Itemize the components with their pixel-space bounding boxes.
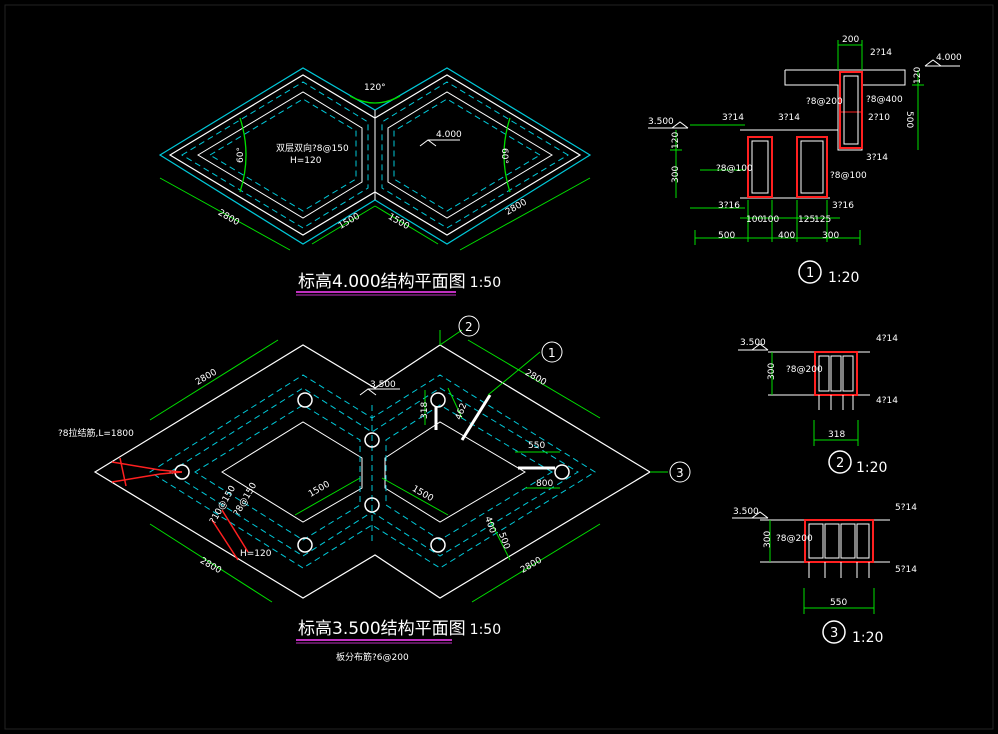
s1-r120: 120 bbox=[913, 67, 923, 84]
s2-stirrup: ?8@200 bbox=[786, 365, 823, 375]
s2-label: 2 bbox=[836, 456, 844, 471]
s2-w318: 318 bbox=[828, 430, 845, 440]
s3-w550: 550 bbox=[830, 598, 847, 608]
s1-b1-top: 3?14 bbox=[722, 113, 744, 123]
bp-dim-318: 318 bbox=[420, 402, 430, 419]
s1-l300: 300 bbox=[671, 166, 681, 183]
s3-scale: 1:20 bbox=[852, 630, 883, 646]
angle-top: 120° bbox=[364, 83, 386, 93]
column-3 bbox=[364, 432, 380, 448]
column-6 bbox=[364, 497, 380, 513]
column-8 bbox=[430, 537, 446, 553]
s1-b1-bot: 3?16 bbox=[718, 201, 740, 211]
bp-dim-800: 800 bbox=[536, 479, 553, 489]
angle-right: 60° bbox=[499, 148, 509, 164]
s3-elevation: 3.500 bbox=[733, 507, 759, 517]
angle-left: 60° bbox=[236, 147, 246, 163]
callout-1-text: 1 bbox=[548, 346, 556, 360]
slab-note-2: H=120 bbox=[290, 156, 322, 166]
section-2: 3.500 4?14 ?8@200 4?14 300 318 2 1:20 bbox=[738, 334, 898, 476]
s2-top-bar: 4?14 bbox=[876, 334, 898, 344]
s1-dim-300: 300 bbox=[822, 231, 839, 241]
callout-2-text: 2 bbox=[465, 320, 473, 334]
bottom-plan-note: 板分布筋?6@200 bbox=[336, 651, 409, 663]
bp-slab-h: H=120 bbox=[240, 549, 272, 559]
s1-b2-top: 3?14 bbox=[778, 113, 800, 123]
s2-h300: 300 bbox=[767, 363, 777, 380]
s3-stirrup: ?8@200 bbox=[776, 534, 813, 544]
s2-label-circle bbox=[828, 450, 852, 474]
s1-top-200: 200 bbox=[842, 35, 859, 45]
s1-top-2d14: 2?14 bbox=[870, 48, 892, 58]
column-5 bbox=[554, 464, 570, 480]
s1-l120: 120 bbox=[671, 132, 681, 149]
s2-scale: 1:20 bbox=[856, 460, 887, 476]
s3-label-circle bbox=[822, 620, 846, 644]
s1-elev-left: 3.500 bbox=[648, 117, 674, 127]
s1-b3-stirrup: ?8@100 bbox=[830, 171, 867, 181]
bp-elevation: 3.500 bbox=[370, 380, 396, 390]
callout-3-circle bbox=[669, 461, 691, 483]
s1-dim-100a: 100 bbox=[746, 215, 763, 225]
s1-b2-stirrup: ?8@200 bbox=[806, 97, 843, 107]
s1-b3-mid: 2?10 bbox=[868, 113, 890, 123]
column-2 bbox=[430, 392, 446, 408]
elevation-4000: 4.000 bbox=[436, 130, 462, 140]
column-1 bbox=[297, 392, 313, 408]
s1-b2-bot: 3?16 bbox=[832, 201, 854, 211]
s3-h300: 300 bbox=[763, 531, 773, 548]
slab-note-1: 双层双向?8@150 bbox=[276, 142, 349, 154]
s1-b1-stirrup: ?8@100 bbox=[716, 164, 753, 174]
s1-dim-100b: 100 bbox=[762, 215, 779, 225]
s1-b3-bot: 3?14 bbox=[866, 153, 888, 163]
s1-label: 1 bbox=[806, 266, 814, 281]
s1-dim-400: 400 bbox=[778, 231, 795, 241]
bp-dim-550: 550 bbox=[528, 441, 545, 451]
s3-label: 3 bbox=[830, 626, 838, 641]
s1-dim-125b: 125 bbox=[814, 215, 831, 225]
s1-r500: 500 bbox=[904, 111, 914, 128]
s2-elevation: 3.500 bbox=[740, 338, 766, 348]
callout-3-text: 3 bbox=[676, 466, 684, 480]
column-7 bbox=[297, 537, 313, 553]
s1-label-circle bbox=[798, 260, 822, 284]
bp-anchor-note: ?8拉结筋,L=1800 bbox=[58, 427, 134, 439]
s1-b3-top: ?8@400 bbox=[866, 95, 903, 105]
callout-1-circle bbox=[541, 341, 563, 363]
section-3: 3.500 5?14 ?8@200 5?14 300 550 3 1:20 bbox=[732, 503, 917, 646]
section-1: 3.500 4.000 200 2?14 120 500 120 300 3?1… bbox=[648, 35, 962, 286]
s1-dim-500: 500 bbox=[718, 231, 735, 241]
s1-dim-125a: 125 bbox=[798, 215, 815, 225]
callout-2-circle bbox=[458, 315, 480, 337]
s3-top-bar: 5?14 bbox=[895, 503, 917, 513]
s1-elev-right: 4.000 bbox=[936, 53, 962, 63]
s2-bot-bar: 4?14 bbox=[876, 396, 898, 406]
s3-bot-bar: 5?14 bbox=[895, 565, 917, 575]
s1-scale: 1:20 bbox=[828, 270, 859, 286]
